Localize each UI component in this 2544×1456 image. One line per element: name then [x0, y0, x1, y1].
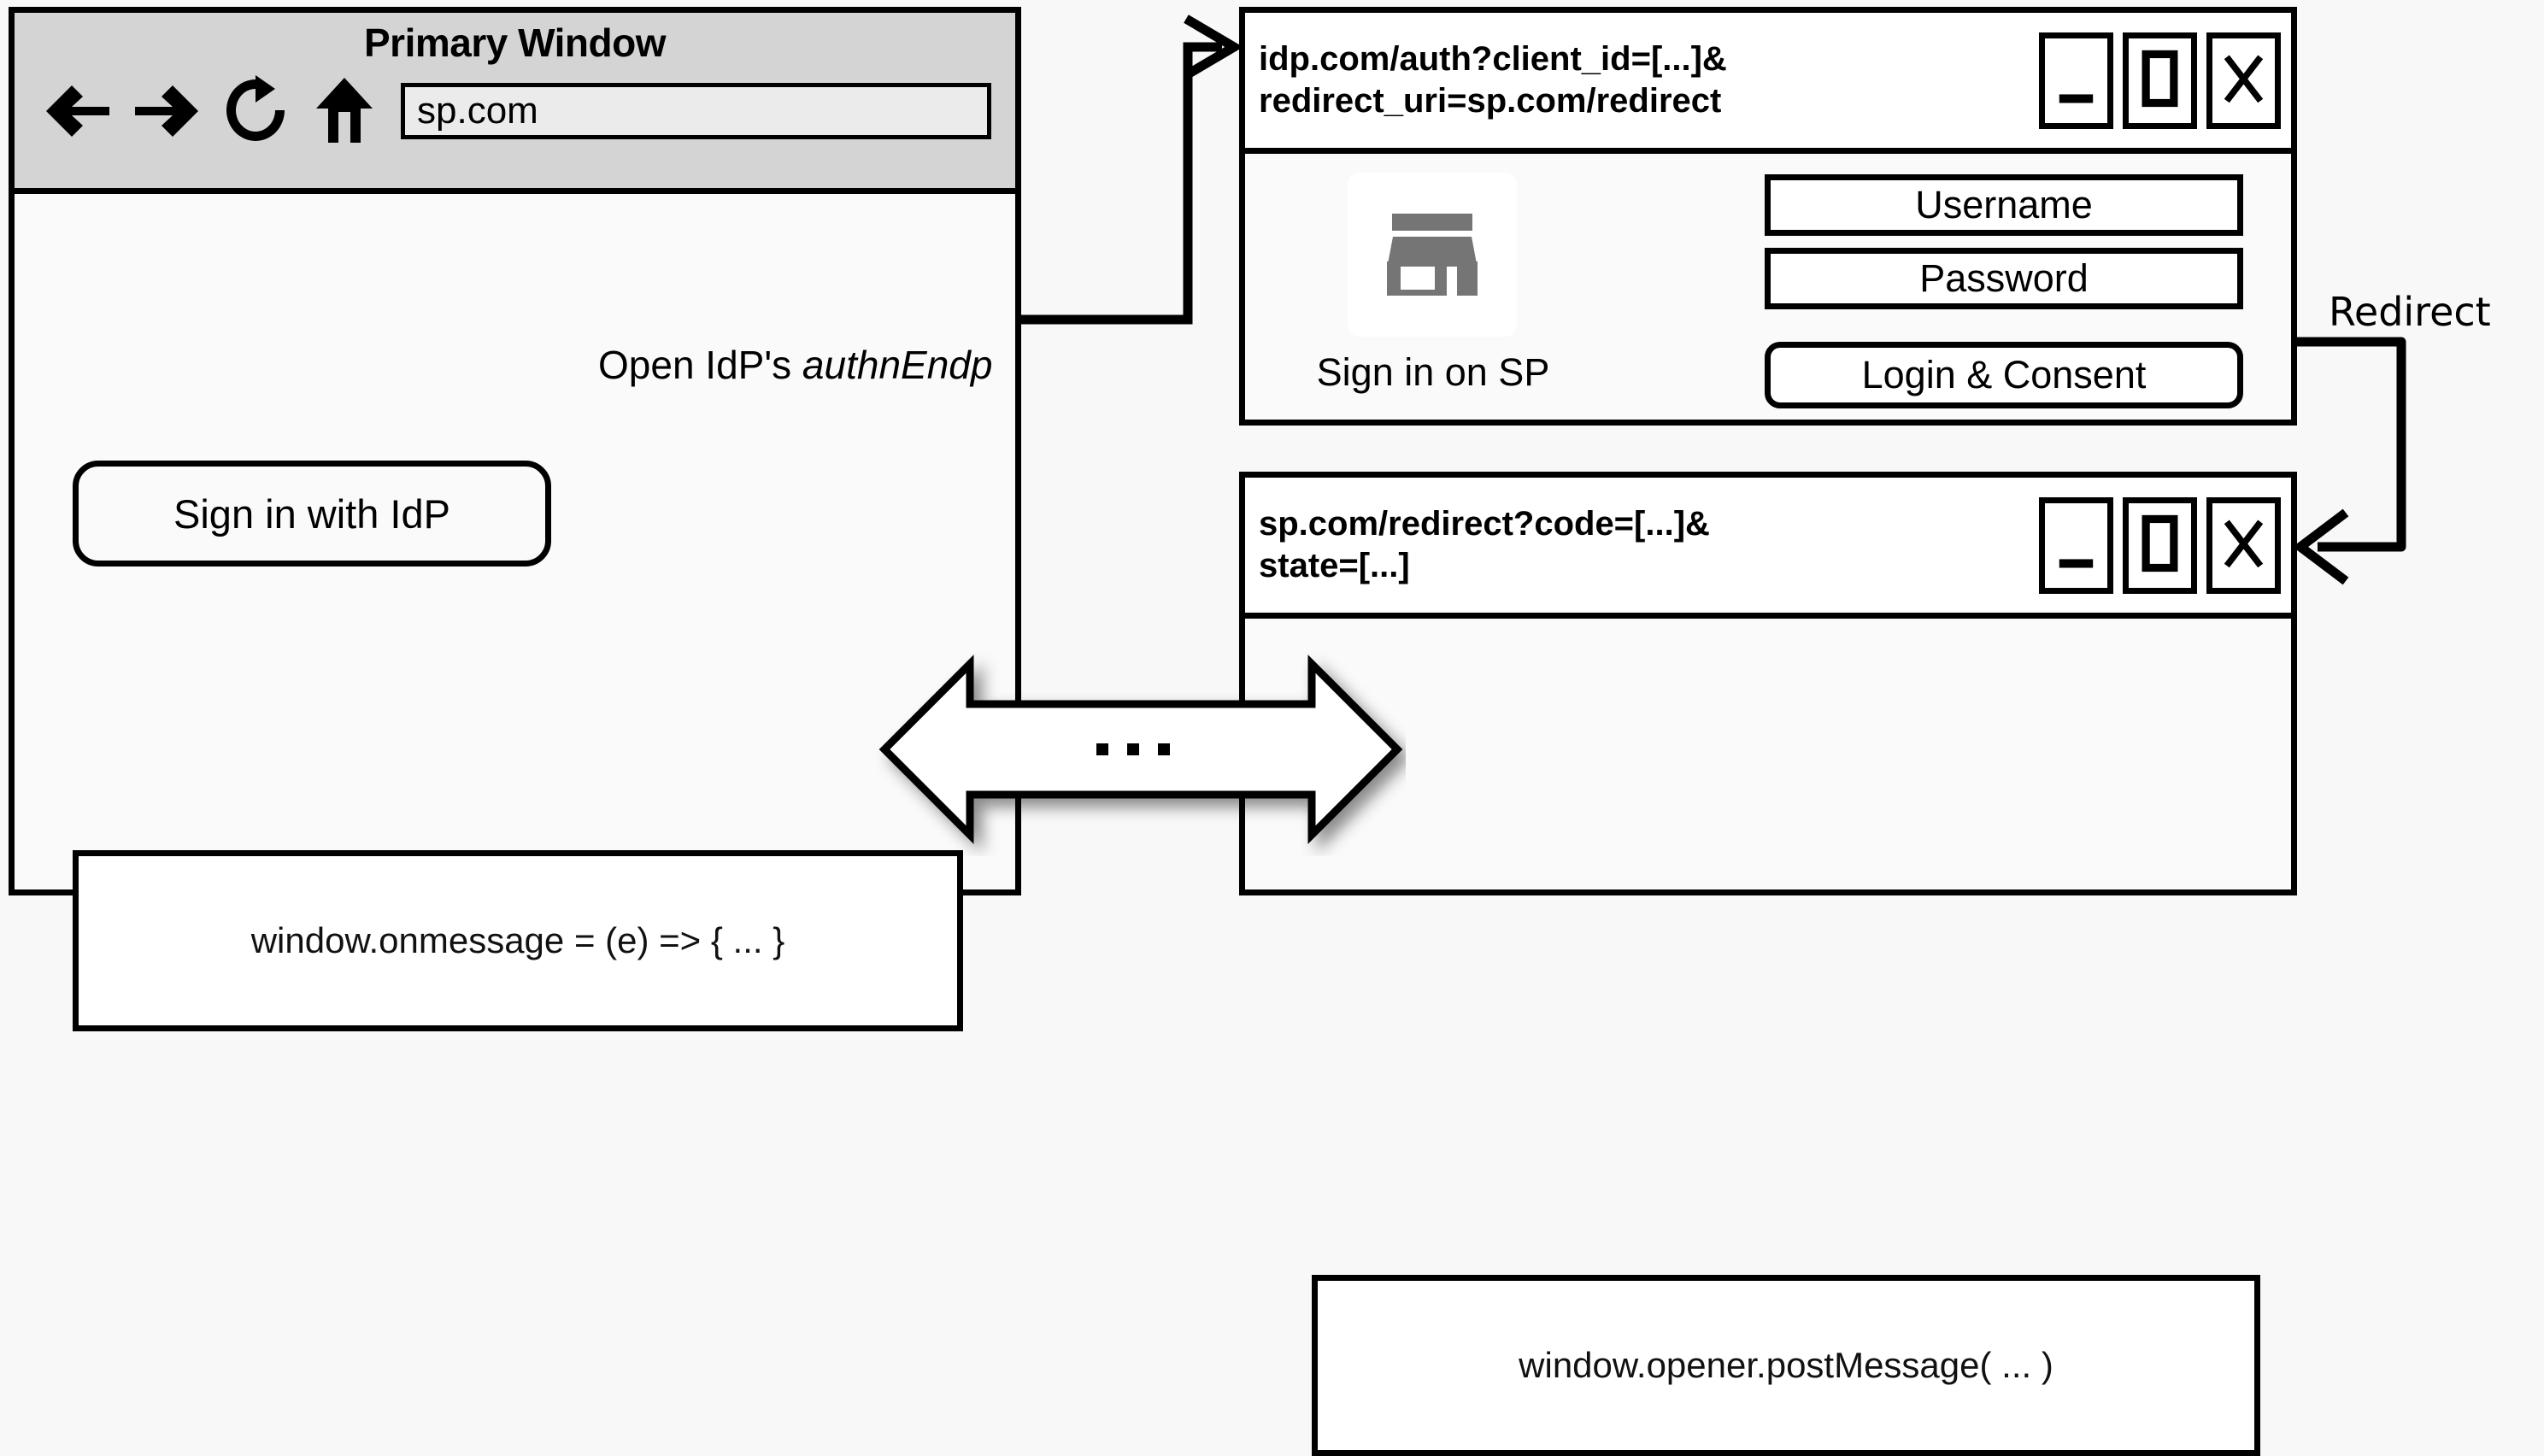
redirect-label: Redirect	[2329, 289, 2491, 335]
sp-redirect-window: sp.com/redirect?code=[...]& state=[...]	[1239, 472, 2297, 1456]
primary-window-title: Primary Window	[364, 21, 666, 65]
home-icon[interactable]	[300, 74, 389, 148]
primary-window-titlebar: Primary Window	[15, 13, 1015, 194]
ellipsis-dots	[1096, 743, 1170, 755]
idp-window-body: Sign in on SP Username Password Login & …	[1245, 154, 2291, 561]
maximize-icon[interactable]	[2123, 32, 2197, 129]
browser-toolbar: sp.com	[15, 74, 1015, 148]
idp-window-controls	[2039, 32, 2281, 129]
sp-window-url: sp.com/redirect?code=[...]& state=[...]	[1259, 505, 1710, 584]
password-input[interactable]: Password	[1765, 248, 2243, 309]
idp-window-titlebar: idp.com/auth?client_id=[...]& redirect_u…	[1245, 13, 2291, 154]
open-authn-endpoint-label: Open IdP's authnEndp	[598, 342, 992, 388]
onmessage-code-box: window.onmessage = (e) => { ... }	[73, 850, 963, 1031]
idp-app-caption: Sign in on SP	[1316, 350, 1550, 394]
sp-window-body: window.opener.postMessage( ... )	[1245, 619, 2291, 1456]
login-and-consent-button[interactable]: Login & Consent	[1765, 342, 2243, 408]
close-icon[interactable]	[2206, 496, 2281, 594]
minimize-icon[interactable]	[2039, 32, 2113, 129]
url-input[interactable]: sp.com	[401, 83, 991, 139]
back-arrow-icon[interactable]	[33, 74, 122, 148]
minimize-icon[interactable]	[2039, 496, 2113, 594]
reload-icon[interactable]	[211, 74, 300, 148]
idp-auth-window: idp.com/auth?client_id=[...]& redirect_u…	[1239, 7, 2297, 426]
sp-window-controls	[2039, 496, 2281, 594]
store-icon	[1348, 173, 1517, 337]
username-input[interactable]: Username	[1765, 174, 2243, 236]
primary-browser-window: Primary Window	[9, 7, 1021, 1031]
url-input-value: sp.com	[417, 90, 538, 132]
redirect-connector	[2297, 337, 2406, 552]
close-icon[interactable]	[2206, 32, 2281, 129]
open-authn-label-prefix: Open IdP's	[598, 343, 802, 387]
primary-window-body: Sign in with IdP window.onmessage = (e) …	[15, 194, 1015, 1071]
postmessage-code-box: window.opener.postMessage( ... )	[1312, 1275, 2260, 1456]
idp-window-url: idp.com/auth?client_id=[...]& redirect_u…	[1259, 40, 1727, 120]
open-authn-label-emphasis: authnEndp	[802, 343, 993, 387]
maximize-icon[interactable]	[2123, 496, 2197, 594]
forward-arrow-icon[interactable]	[122, 74, 211, 148]
redirect-arrowhead	[2292, 508, 2349, 585]
sign-in-with-idp-button[interactable]: Sign in with IdP	[73, 461, 551, 567]
diagram-canvas: Primary Window	[9, 7, 2491, 1456]
open-authn-arrowhead	[1184, 15, 1243, 79]
sp-window-titlebar: sp.com/redirect?code=[...]& state=[...]	[1245, 478, 2291, 619]
